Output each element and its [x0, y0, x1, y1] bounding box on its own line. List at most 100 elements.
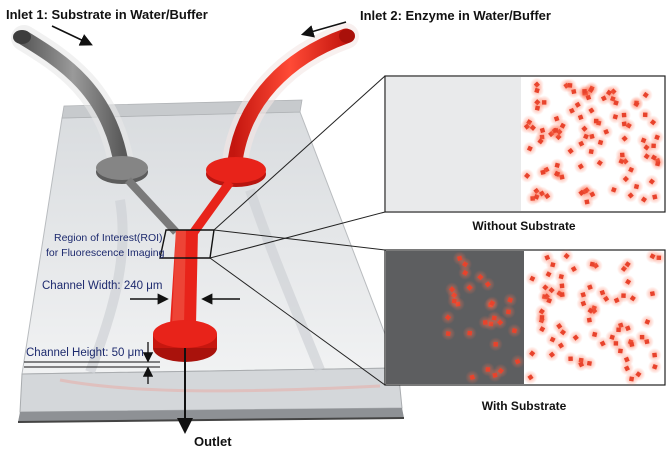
fluorescent-particle: [587, 284, 593, 290]
fluorescent-particle: [539, 315, 545, 320]
fluorescent-particle: [597, 139, 604, 146]
fluorescent-particle: [482, 320, 488, 325]
fluorescent-particle: [507, 297, 514, 303]
fluorescent-particle: [568, 356, 573, 362]
fluorescent-particle: [554, 170, 560, 177]
fluorescent-particle: [529, 350, 536, 357]
fluorescent-particle: [652, 363, 658, 370]
fluorescent-particle: [511, 328, 518, 334]
fluorescent-particle: [544, 254, 551, 261]
fluorescent-particle: [550, 262, 556, 268]
channel-height-label: Channel Height: 50 μm: [26, 347, 144, 359]
fluorescent-particle: [537, 138, 544, 145]
fluorescent-particle: [578, 140, 585, 147]
fluorescent-particle: [599, 340, 606, 347]
fluorescent-particle: [578, 189, 585, 196]
fluorescent-particle: [649, 291, 656, 297]
fluorescent-particle: [557, 342, 565, 349]
fluorescent-particle: [545, 271, 552, 278]
panel-with-substrate: [384, 249, 666, 386]
fluorescent-particle: [623, 356, 630, 363]
fluorescent-particle: [491, 315, 497, 321]
fluorescent-particle: [648, 178, 655, 185]
inlet-1-reservoir: [96, 156, 148, 184]
fluorescent-particle: [477, 273, 484, 281]
fluorescent-particle: [506, 309, 511, 315]
fluorescent-particle: [599, 289, 606, 296]
fluorescent-particle: [621, 135, 628, 142]
fluorescent-particle: [624, 365, 630, 372]
microfluidic-chip: [17, 99, 405, 423]
fluorescent-particle: [596, 159, 603, 166]
inlet-1-label: Inlet 1: Substrate in Water/Buffer: [6, 7, 208, 22]
fluorescent-particle: [539, 127, 546, 134]
fluorescent-particle: [651, 143, 656, 149]
fluorescent-particle: [592, 331, 598, 338]
channel-height-marker: [24, 342, 160, 384]
fluorescent-particle: [588, 107, 595, 114]
inlet-1-arrow: [51, 25, 93, 46]
fluorescent-particle: [625, 278, 632, 285]
fluorescent-particle: [553, 115, 560, 122]
fluorescent-particle: [649, 119, 657, 126]
fluorescent-particle: [649, 253, 656, 260]
particles-bottom: [441, 249, 666, 386]
fluorescent-particle: [639, 334, 645, 340]
fluorescent-particle: [563, 252, 570, 260]
roi-connector-lines: [209, 75, 386, 386]
fluorescent-particle: [609, 334, 615, 340]
fluorescent-particle: [633, 183, 640, 190]
fluorescent-particle: [642, 112, 648, 118]
fluorescent-particle: [559, 292, 565, 298]
fluorescent-particle: [549, 336, 556, 343]
fluorescent-particle: [654, 134, 660, 141]
particles-top: [519, 77, 665, 209]
fluorescent-particle: [489, 300, 496, 307]
inlet-2-tube: [221, 23, 359, 183]
panel-without-substrate: [384, 75, 666, 213]
fluorescent-particle: [544, 193, 551, 200]
fluorescent-particle: [539, 326, 546, 333]
fluorescent-particle: [633, 101, 640, 108]
fluorescent-particle: [559, 122, 566, 129]
fluorescent-particle: [556, 323, 563, 330]
fluorescent-particle: [642, 91, 649, 99]
fluorescent-particle: [589, 261, 595, 267]
fluorescent-particle: [611, 187, 617, 193]
panel-top-buffer-region: [386, 77, 521, 211]
fluorescent-particle: [628, 166, 634, 173]
fluorescent-particle: [469, 374, 476, 380]
fluorescent-particle: [548, 287, 555, 294]
fluorescent-particle: [527, 374, 534, 381]
fluorescent-particle: [624, 261, 631, 268]
fluorescent-particle: [617, 348, 623, 354]
roi-label-line2: for Fluorescence Imaging: [46, 247, 165, 259]
outlet-label: Outlet: [194, 434, 232, 449]
fluorescent-particle: [621, 112, 627, 118]
fluorescent-particle: [584, 199, 590, 205]
fluorescent-particle: [445, 331, 451, 337]
inlet-2-arrow: [300, 21, 347, 38]
fluorescent-particle: [572, 334, 579, 341]
fluorescent-particle: [492, 372, 498, 378]
fluorescent-particle: [627, 192, 634, 199]
fluorescent-particle: [603, 128, 610, 135]
fluorescent-particle: [588, 148, 594, 155]
fluorescent-particle: [581, 125, 588, 132]
fluorescent-particle: [600, 95, 607, 102]
channel-width-label: Channel Width: 240 μm: [42, 280, 162, 292]
fluorescent-particle: [593, 118, 599, 124]
fluorescent-particle: [613, 100, 619, 106]
fluorescent-particle: [652, 352, 658, 358]
fluorescent-particle: [616, 327, 621, 333]
microchannels: [125, 177, 234, 325]
inlet-2-reservoir: [206, 157, 266, 187]
fluorescent-particle: [526, 145, 533, 152]
fluorescent-particle: [577, 114, 584, 121]
fluorescent-particle: [548, 351, 556, 358]
fluorescent-particle: [514, 358, 521, 365]
fluorescent-particle: [640, 196, 648, 203]
fluorescent-particle: [524, 172, 531, 179]
fluorescent-particle: [558, 273, 564, 280]
fluorescent-particle: [578, 361, 585, 368]
